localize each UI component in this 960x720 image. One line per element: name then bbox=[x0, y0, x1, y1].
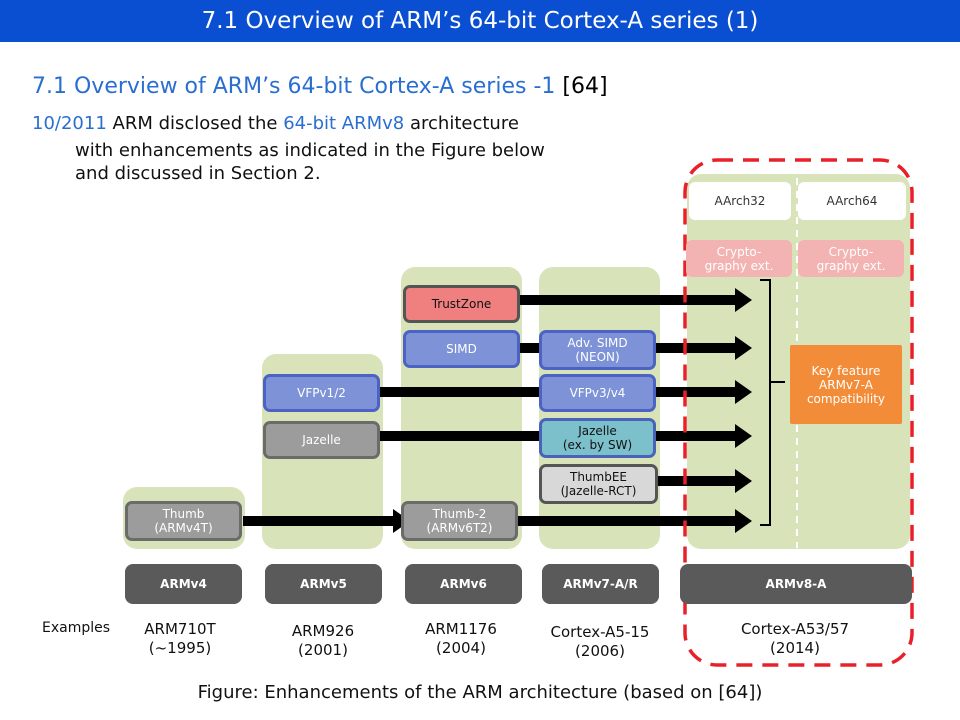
examples-label: Examples bbox=[42, 620, 111, 636]
compatibility-bracket bbox=[760, 279, 785, 526]
aarch64-label: AArch64 bbox=[798, 182, 906, 220]
example-armv4-cpu: ARM710T bbox=[144, 620, 216, 638]
armv8-highlight-outline bbox=[683, 158, 914, 667]
vfpv34-arrow bbox=[655, 380, 752, 404]
arch-tab-armv5: ARMv5 bbox=[265, 564, 382, 604]
arch-tab-armv7: ARMv7-A/R bbox=[542, 564, 659, 604]
jazelle-box: Jazelle bbox=[263, 421, 380, 459]
thumb2-line-2: (ARMv6T2) bbox=[426, 521, 493, 535]
adv-simd-line-1: Adv. SIMD bbox=[567, 336, 628, 350]
adv-simd-box: Adv. SIMD (NEON) bbox=[539, 330, 656, 370]
example-armv7: Cortex-A5-15 (2006) bbox=[530, 623, 670, 661]
example-armv6-year: (2004) bbox=[436, 639, 486, 657]
intro-line-1: 10/2011 ARM disclosed the 64-bit ARMv8 a… bbox=[32, 113, 519, 135]
jazelle-sw-box: Jazelle (ex. by SW) bbox=[539, 418, 656, 458]
crypto64-line-1: Crypto- bbox=[828, 244, 874, 259]
key-feature-line-3: compatibility bbox=[806, 391, 886, 406]
crypto-ext-aarch32: Crypto- graphy ext. bbox=[686, 240, 792, 277]
thumbee-line-2: (Jazelle-RCT) bbox=[560, 484, 637, 498]
thumb2-box: Thumb-2 (ARMv6T2) bbox=[401, 501, 518, 541]
example-armv7-year: (2006) bbox=[575, 642, 625, 660]
slide-title: 7.1 Overview of ARM’s 64-bit Cortex-A se… bbox=[201, 8, 759, 34]
jazelle-sw-arrow bbox=[655, 424, 752, 448]
intro-text-2: architecture bbox=[409, 113, 519, 134]
crypto64-line-2: graphy ext. bbox=[816, 258, 886, 273]
thumb2-line-1: Thumb-2 bbox=[432, 507, 487, 521]
neon-arrow bbox=[655, 336, 752, 360]
aarch32-label: AArch32 bbox=[689, 182, 791, 220]
arch-tab-armv4: ARMv4 bbox=[125, 564, 242, 604]
key-feature-line-1: Key feature bbox=[811, 363, 881, 378]
thumb-box: Thumb (ARMv4T) bbox=[125, 501, 242, 541]
example-armv7-cpu: Cortex-A5-15 bbox=[550, 623, 650, 641]
trustzone-arrow bbox=[520, 288, 752, 312]
example-armv8-cpu: Cortex-A53/57 bbox=[740, 620, 850, 638]
thumb2-arrow bbox=[518, 509, 752, 533]
key-feature-box: Key feature ARMv7-A compatibility bbox=[790, 345, 902, 424]
vfp-arrow bbox=[380, 380, 557, 404]
intro-line-3: and discussed in Section 2. bbox=[75, 163, 321, 184]
example-armv6-cpu: ARM1176 bbox=[425, 620, 497, 638]
example-armv8: Cortex-A53/57 (2014) bbox=[720, 620, 870, 658]
trustzone-box: TrustZone bbox=[403, 285, 520, 323]
example-armv5: ARM926 (2001) bbox=[263, 622, 383, 660]
adv-simd-line-2: (NEON) bbox=[575, 350, 620, 364]
heading-text: 7.1 Overview of ARM’s 64-bit Cortex-A se… bbox=[32, 74, 556, 99]
arch-tab-armv6: ARMv6 bbox=[405, 564, 522, 604]
example-armv5-year: (2001) bbox=[298, 641, 348, 659]
thumb-line-2: (ARMv4T) bbox=[154, 521, 213, 535]
vfpv12-box: VFPv1/2 bbox=[263, 374, 380, 412]
crypto32-line-2: graphy ext. bbox=[704, 258, 774, 273]
jazelle-sw-line-1: Jazelle bbox=[578, 424, 617, 438]
key-feature-line-2: ARMv7-A bbox=[819, 377, 873, 392]
intro-highlight: 64-bit ARMv8 bbox=[283, 113, 405, 134]
intro-line-2: with enhancements as indicated in the Fi… bbox=[75, 140, 545, 161]
simd-box: SIMD bbox=[403, 330, 520, 368]
example-armv8-year: (2014) bbox=[770, 639, 820, 657]
example-armv4-year: (~1995) bbox=[148, 639, 212, 657]
thumb-line-1: Thumb bbox=[162, 507, 205, 521]
arrows bbox=[243, 288, 752, 533]
intro-text-1: ARM disclosed the bbox=[112, 113, 278, 134]
thumbee-line-1: ThumbEE bbox=[569, 470, 627, 484]
intro-date: 10/2011 bbox=[32, 113, 107, 134]
thumbee-box: ThumbEE (Jazelle-RCT) bbox=[539, 464, 658, 504]
thumbee-arrow bbox=[658, 469, 752, 493]
example-armv4: ARM710T (~1995) bbox=[120, 620, 240, 658]
heading-reference: [64] bbox=[562, 74, 608, 99]
crypto32-line-1: Crypto- bbox=[716, 244, 762, 259]
crypto-ext-aarch64: Crypto- graphy ext. bbox=[798, 240, 904, 277]
title-bar: 7.1 Overview of ARM’s 64-bit Cortex-A se… bbox=[0, 0, 960, 42]
example-armv6: ARM1176 (2004) bbox=[401, 620, 521, 658]
thumb-arrow bbox=[243, 509, 410, 533]
figure-caption: Figure: Enhancements of the ARM architec… bbox=[197, 682, 763, 703]
arch-tab-armv8: ARMv8-A bbox=[680, 564, 912, 604]
jazelle-sw-line-2: (ex. by SW) bbox=[562, 438, 633, 452]
example-armv5-cpu: ARM926 bbox=[291, 622, 355, 640]
jazelle-arrow bbox=[380, 424, 557, 448]
section-heading: 7.1 Overview of ARM’s 64-bit Cortex-A se… bbox=[32, 74, 608, 99]
vfpv34-box: VFPv3/v4 bbox=[539, 374, 656, 412]
